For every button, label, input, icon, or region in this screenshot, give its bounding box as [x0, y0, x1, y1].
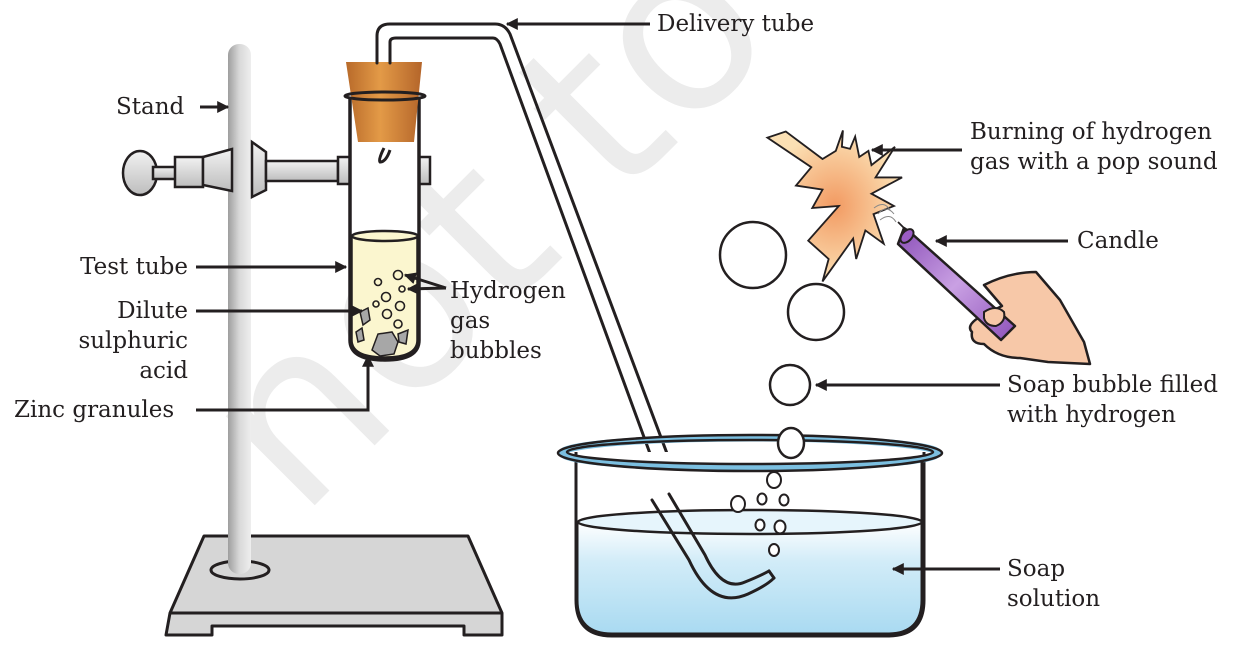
stand-base [164, 534, 504, 637]
rising-bubbles [730, 471, 790, 557]
soap-solution-trough [556, 433, 944, 638]
label-dilute-acid-line-3: acid [139, 358, 188, 384]
label-soap-solution-line-1: Soap [1007, 556, 1066, 582]
hydrogen-bubbles-arrow-2 [406, 282, 447, 295]
hydrogen-gas-bubbles [372, 269, 406, 329]
label-soap-solution-line-2: solution [1007, 586, 1101, 612]
label-burning-line-2: gas with a pop sound [970, 149, 1218, 175]
cork-stopper [343, 62, 427, 164]
label-burning-line-1: Burning of hydrogen [970, 119, 1212, 145]
label-hydrogen-bubbles-line-3: bubbles [450, 338, 542, 364]
label-hydrogen-bubbles-line-2: gas [450, 308, 491, 334]
smoke-wisps [873, 204, 897, 223]
label-leaders [196, 18, 1068, 575]
soap-bubbles [718, 220, 846, 460]
label-delivery-tube: Delivery tube [657, 11, 815, 37]
hand [968, 270, 1092, 366]
label-zinc-granules: Zinc granules [14, 397, 175, 423]
hydrogen-burst-flame [765, 130, 903, 282]
test-tube [348, 98, 421, 362]
label-hydrogen-bubbles-line-1: Hydrogen [450, 278, 566, 304]
soap-bubble-filled-with-hydrogen [768, 363, 812, 407]
label-soap-bubble-line-1: Soap bubble filled [1007, 372, 1218, 398]
label-test-tube: Test tube [80, 254, 188, 280]
label-candle: Candle [1077, 228, 1159, 254]
stand-rod [228, 44, 251, 574]
clamp [121, 139, 432, 200]
zinc-granules-arrow [196, 354, 374, 412]
soap-solution-liquid [577, 522, 922, 634]
label-dilute-acid-line-2: sulphuric [78, 328, 188, 354]
label-dilute-acid-line-1: Dilute [117, 298, 188, 324]
label-stand: Stand [116, 94, 185, 120]
label-soap-bubble-line-2: with hydrogen [1007, 402, 1176, 428]
hydrogen-bubbles-arrow-1 [403, 272, 447, 290]
